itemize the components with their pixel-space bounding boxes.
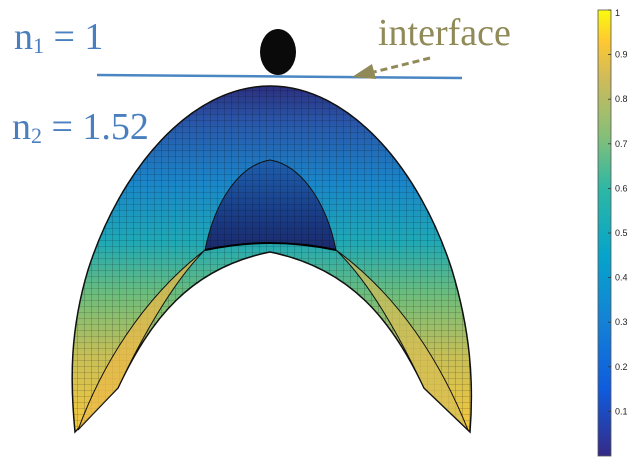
- colorbar-tick-label: 0.1: [615, 406, 628, 416]
- colorbar-tick-label: 0.4: [615, 273, 628, 283]
- interface-label: interface: [378, 12, 511, 54]
- colorbar-tick-label: 0.7: [615, 139, 628, 149]
- surface-inner-mesh: [205, 160, 336, 250]
- colorbar-ticks: 0.1 0.2 0.3 0.4 0.5 0.6 0.7 0.8 0.9 1: [608, 8, 628, 416]
- colorbar-tick-label: 0.9: [615, 50, 628, 60]
- colorbar: 0.1 0.2 0.3 0.4 0.5 0.6 0.7 0.8 0.9 1: [597, 8, 628, 457]
- surface-ridge: [204, 241, 337, 251]
- interface-arrow: [352, 56, 431, 79]
- surface-plot: [71, 85, 473, 434]
- surface-right-fold: [335, 249, 469, 431]
- colorbar-tick-label: 0.3: [615, 317, 628, 327]
- colorbar-tick-label: 0.2: [615, 362, 628, 372]
- colorbar-tick-label: 0.6: [615, 183, 628, 193]
- colorbar-tick-label: 0.5: [615, 228, 628, 238]
- n2-label: n2 = 1.52: [12, 106, 149, 148]
- observer-eye: [260, 29, 296, 75]
- interface-line: [96, 73, 463, 80]
- colorbar-tick-label: 1: [615, 8, 620, 18]
- colorbar-tick-label: 0.8: [615, 94, 628, 104]
- n1-label: n1 = 1: [14, 16, 104, 58]
- surface-left-fold: [77, 249, 206, 431]
- surface-mesh-overlay: [72, 86, 472, 432]
